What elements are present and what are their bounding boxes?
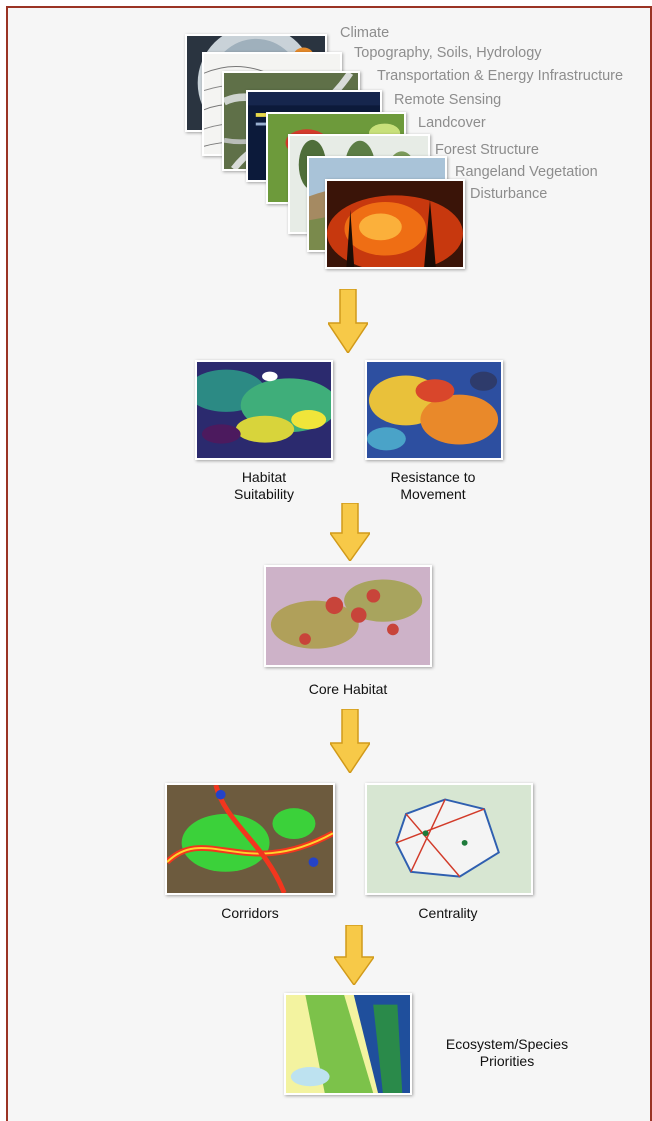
flow-arrow-3 [330, 709, 370, 773]
layer-label-transportation: Transportation & Energy Infrastructure [377, 68, 624, 84]
layer-label-remote-sensing: Remote Sensing [394, 92, 502, 108]
layer-label-topography: Topography, Soils, Hydrology [354, 45, 542, 61]
core-habitat-caption: Core Habitat [308, 681, 388, 697]
layer-label-forest-structure: Forest Structure [435, 142, 539, 158]
layer-label-climate: Climate [340, 25, 390, 41]
layer-label-disturbance: Disturbance [470, 186, 548, 202]
flow-arrow-1 [328, 289, 368, 353]
resistance-caption: Resistance to Movement [390, 469, 476, 502]
diagram-frame: Climate Topography, Soils, Hydrology Tra… [6, 6, 652, 1121]
centrality-caption: Centrality [418, 905, 478, 921]
layer-label-rangeland-vegetation: Rangeland Vegetation [455, 164, 598, 180]
corridors-map [165, 783, 335, 895]
priorities-caption: Ecosystem/Species Priorities [445, 1036, 569, 1069]
priorities-map [284, 993, 412, 1095]
corridors-caption: Corridors [221, 905, 279, 921]
habitat-suitability-map [195, 360, 333, 460]
habitat-suitability-caption: Habitat Suitability [234, 469, 294, 502]
flow-arrow-4 [334, 925, 374, 985]
flow-arrow-2 [330, 503, 370, 561]
centrality-map [365, 783, 533, 895]
resistance-map [365, 360, 503, 460]
core-habitat-map [264, 565, 432, 667]
disturbance-image [325, 179, 465, 269]
layer-label-landcover: Landcover [418, 115, 486, 131]
